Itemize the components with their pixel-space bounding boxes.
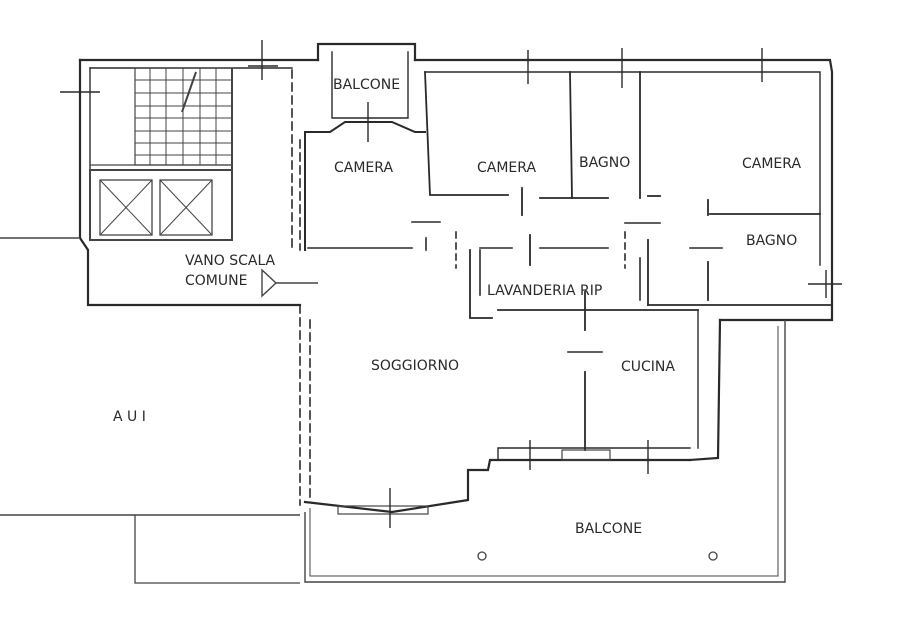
window-markers	[60, 40, 842, 528]
interior-walls	[304, 71, 831, 515]
label-camera-2: CAMERA	[477, 160, 536, 176]
label-bagno-2: BAGNO	[746, 233, 797, 249]
entrance-marker	[261, 268, 318, 298]
label-camera-1: CAMERA	[334, 160, 393, 176]
label-camera-3: CAMERA	[742, 156, 801, 172]
elevator-shafts	[89, 68, 233, 241]
perimeter-walls	[78, 42, 834, 514]
label-cucina: CUCINA	[621, 359, 675, 375]
label-soggiorno: SOGGIORNO	[371, 358, 459, 374]
balcone-bottom-outline	[304, 320, 786, 583]
room-labels: BALCONE CAMERA CAMERA BAGNO CAMERA BAGNO…	[113, 77, 801, 537]
label-comune: COMUNE	[185, 273, 247, 289]
label-balcone-bottom: BALCONE	[575, 521, 642, 537]
aui-area-lines	[0, 237, 300, 584]
label-bagno-1: BAGNO	[579, 155, 630, 171]
label-lavanderia: LAVANDERIA RIP	[487, 283, 602, 299]
label-balcone-top: BALCONE	[333, 77, 400, 93]
label-aui: A U I	[113, 409, 146, 425]
label-vano-scala: VANO SCALA	[185, 253, 276, 269]
staircase	[90, 67, 233, 166]
